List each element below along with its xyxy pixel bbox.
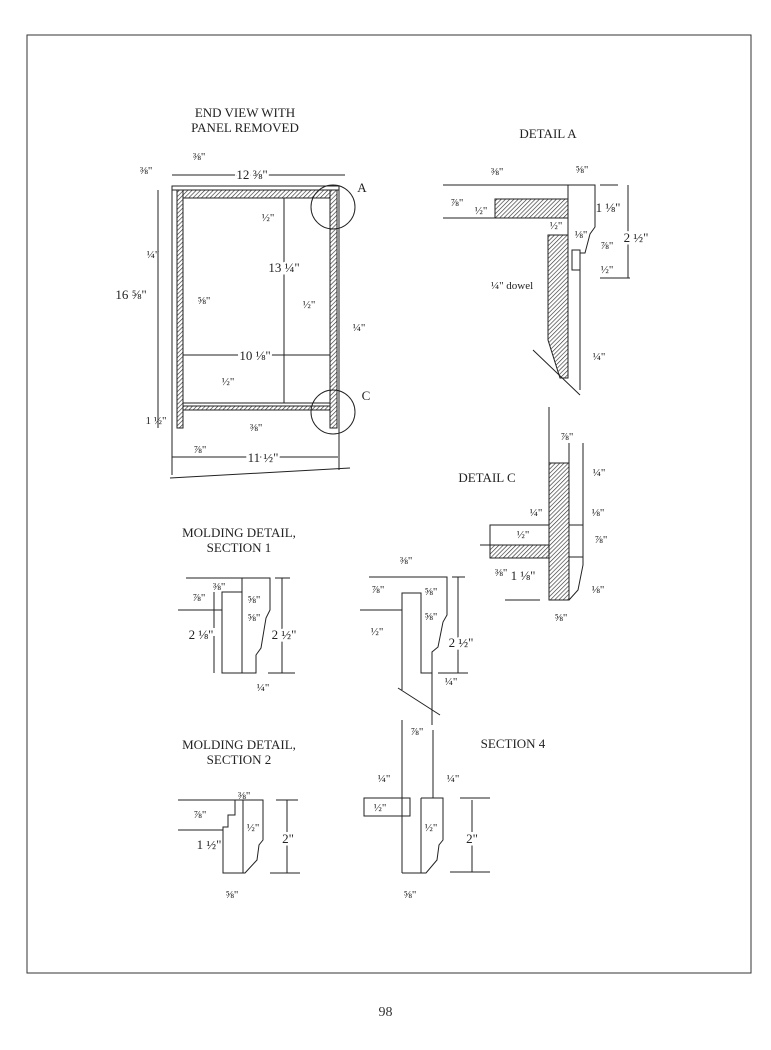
dim-label: ½" bbox=[247, 822, 260, 834]
detail-c-drawing: DETAIL C ⅞" ¼" ¼" ⅛" ½" ⅞" ⅜" 1 ⅛" ⅛" ⅝" bbox=[458, 407, 607, 624]
end-view-title-1: END VIEW WITH bbox=[195, 105, 295, 120]
dim-label: ⅞" bbox=[595, 534, 608, 546]
dim-label: ⅜" bbox=[213, 581, 226, 593]
dim-label: ¼" bbox=[445, 676, 458, 688]
dim-label: ⅜" bbox=[140, 165, 153, 177]
dim-label: ⅝" bbox=[226, 889, 239, 901]
dim-label: ⅝" bbox=[198, 295, 211, 307]
dim-label: 2 ⅛" bbox=[189, 627, 214, 642]
dim-label: ½" bbox=[371, 626, 384, 638]
dim-label: ⅜" bbox=[491, 166, 504, 178]
dim-label: ¼" bbox=[353, 322, 366, 334]
dim-label: 2 ½" bbox=[272, 627, 297, 642]
dim-label: ⅞" bbox=[372, 584, 385, 596]
callout-a-label: A bbox=[357, 180, 367, 195]
dim-label: ¼" bbox=[593, 467, 606, 479]
dim-label: ⅛" bbox=[592, 507, 605, 519]
dim-label: ¼" bbox=[447, 773, 460, 785]
detail-a-title: DETAIL A bbox=[519, 126, 577, 141]
dim-label: ⅜" bbox=[238, 790, 251, 802]
dim-label: ⅞" bbox=[451, 197, 464, 209]
section-4-title: SECTION 4 bbox=[481, 736, 546, 751]
dim-label: ½" bbox=[550, 220, 563, 232]
dim-label: ⅞" bbox=[601, 240, 614, 252]
dim-label: ⅝" bbox=[425, 586, 438, 598]
dim-label: ⅝" bbox=[576, 164, 589, 176]
section-1-title-2: SECTION 1 bbox=[207, 540, 272, 555]
section-2-title-1: MOLDING DETAIL, bbox=[182, 737, 296, 752]
dim-label: ½" bbox=[303, 299, 316, 311]
section-2-title-2: SECTION 2 bbox=[207, 752, 272, 767]
dim-label: ⅝" bbox=[404, 889, 417, 901]
callout-circle-c bbox=[310, 389, 356, 435]
dim-label: ¼" bbox=[378, 773, 391, 785]
dim-label: 2 ½" bbox=[449, 635, 474, 650]
page-frame bbox=[26, 34, 752, 974]
dim-label: 13 ¼" bbox=[268, 260, 299, 275]
dim-label: ⅝" bbox=[555, 612, 568, 624]
dim-label: 16 ⅝" bbox=[115, 287, 146, 302]
dim-label: ½" bbox=[517, 529, 530, 541]
dim-label: 1 ½" bbox=[146, 415, 167, 427]
section-4-drawing: SECTION 4 ¼" ¼" ½" ½" 2" ⅝" bbox=[363, 730, 546, 901]
dim-label: ¼" dowel bbox=[491, 280, 533, 292]
dim-label: 2" bbox=[466, 831, 478, 846]
dim-label: 1 ⅛" bbox=[596, 200, 621, 215]
dim-label: ⅝" bbox=[248, 594, 261, 606]
dim-label: ⅞" bbox=[193, 592, 206, 604]
page-number: 98 bbox=[378, 1005, 393, 1020]
dim-label: ⅜" bbox=[495, 567, 508, 579]
dim-label: ½" bbox=[475, 205, 488, 217]
dim-label: 11 ½" bbox=[248, 450, 279, 465]
dim-label: 1 ½" bbox=[197, 837, 222, 852]
dim-label: ⅛" bbox=[575, 229, 588, 241]
dim-label: ⅛" bbox=[592, 584, 605, 596]
dim-label: ⅝" bbox=[248, 612, 261, 624]
detail-c-title: DETAIL C bbox=[458, 470, 515, 485]
detail-a-drawing: DETAIL A ⅜" ⅝" ⅞" ½" 1 ⅛" ½" ⅛" ⅞" 2 ½" … bbox=[443, 126, 651, 396]
callout-circle-a bbox=[310, 184, 356, 230]
dim-label: ¼" bbox=[257, 682, 270, 694]
dim-label: 2" bbox=[282, 831, 294, 846]
dim-label: ⅞" bbox=[411, 726, 424, 738]
dim-label: ½" bbox=[374, 802, 387, 814]
dim-label: 2 ½" bbox=[624, 230, 649, 245]
section-3-profile-drawing: ⅜" ⅞" ⅝" ⅝" ½" 2 ½" ¼" ⅞" bbox=[360, 555, 476, 740]
dim-label: ¼" bbox=[593, 351, 606, 363]
callout-c-label: C bbox=[362, 388, 371, 403]
end-view-drawing: END VIEW WITH PANEL REMOVED A C 12 ⅜" 16… bbox=[115, 105, 371, 479]
dim-label: ⅝" bbox=[425, 611, 438, 623]
dim-label: ⅜" bbox=[250, 422, 263, 434]
dim-label: ½" bbox=[425, 822, 438, 834]
dim-label: 1 ⅛" bbox=[511, 568, 536, 583]
dim-label: ⅞" bbox=[194, 809, 207, 821]
dim-label: ⅜" bbox=[193, 151, 206, 163]
dim-label: ½" bbox=[262, 212, 275, 224]
dim-label: ½" bbox=[601, 264, 614, 276]
dim-label: ¼" bbox=[530, 507, 543, 519]
dim-label: ½" bbox=[222, 376, 235, 388]
molding-section-2-drawing: MOLDING DETAIL, SECTION 2 ⅜" ⅞" ½" 1 ½" … bbox=[178, 737, 300, 901]
dim-label: ¼" bbox=[147, 249, 160, 261]
molding-section-1-drawing: MOLDING DETAIL, SECTION 1 ⅜" ⅞" ⅝" ⅝" 2 … bbox=[178, 525, 299, 694]
dim-label: ⅞" bbox=[561, 431, 574, 443]
end-view-title-2: PANEL REMOVED bbox=[191, 120, 299, 135]
dim-label: 12 ⅜" bbox=[236, 167, 267, 182]
section-1-title-1: MOLDING DETAIL, bbox=[182, 525, 296, 540]
dim-label: 10 ⅛" bbox=[239, 348, 270, 363]
dim-label: ⅞" bbox=[194, 444, 207, 456]
dim-label: ⅜" bbox=[400, 555, 413, 567]
